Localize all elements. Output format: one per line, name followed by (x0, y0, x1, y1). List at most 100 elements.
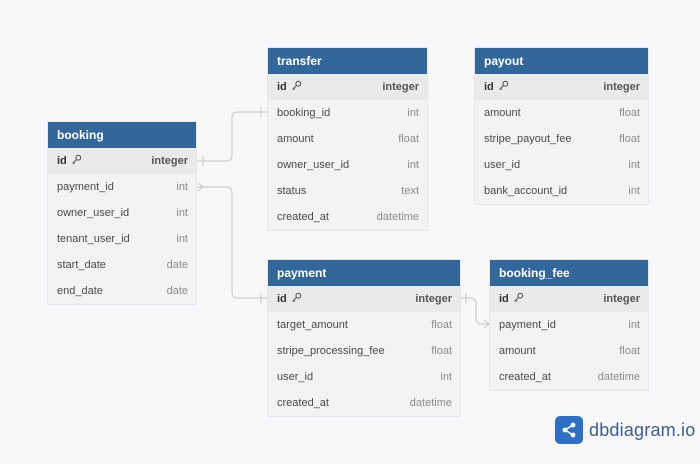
table-row[interactable]: id integer (268, 74, 427, 100)
field-type: int (440, 371, 452, 383)
table-row[interactable]: start_date date (48, 252, 196, 278)
field-name: bank_account_id (484, 185, 568, 197)
field-name: amount (484, 107, 521, 119)
field-type: date (166, 285, 188, 297)
field-type: int (628, 185, 640, 197)
table-row[interactable]: amount float (268, 126, 427, 152)
table-row[interactable]: end_date date (48, 278, 196, 304)
table-row[interactable]: id integer (490, 286, 648, 312)
field-type: integer (151, 155, 188, 167)
table-row[interactable]: user_id int (268, 364, 460, 390)
table-row[interactable]: created_at datetime (490, 364, 648, 390)
table-row[interactable]: user_id int (475, 152, 648, 178)
field-name: tenant_user_id (57, 233, 130, 245)
table-row[interactable]: id integer (48, 148, 196, 174)
field-name: start_date (57, 259, 106, 271)
field-type: integer (382, 81, 419, 93)
table-header[interactable]: payout (475, 48, 648, 74)
field-name: created_at (277, 397, 329, 409)
key-icon (513, 292, 524, 306)
table-row[interactable]: booking_id int (268, 100, 427, 126)
field-type: float (431, 345, 452, 357)
table-row[interactable]: created_at datetime (268, 204, 427, 230)
table-row[interactable]: created_at datetime (268, 390, 460, 416)
field-type: date (166, 259, 188, 271)
brand-name: dbdiagram.io (589, 419, 696, 440)
field-type: integer (415, 293, 452, 305)
key-icon (291, 292, 302, 306)
field-type: int (628, 319, 640, 331)
field-name: created_at (499, 371, 551, 383)
field-type: int (176, 207, 188, 219)
table-payout[interactable]: payout id integer amount float stripe_pay… (475, 48, 648, 204)
table-header[interactable]: booking (48, 122, 196, 148)
field-name: user_id (484, 159, 521, 171)
field-type: float (619, 107, 640, 119)
table-row[interactable]: status text (268, 178, 427, 204)
relation-end-marker (197, 182, 204, 192)
field-name: amount (277, 133, 314, 145)
field-type: integer (603, 293, 640, 305)
table-row[interactable]: id integer (475, 74, 648, 100)
field-name: created_at (277, 211, 329, 223)
field-name: id (57, 155, 67, 167)
field-name: id (484, 81, 494, 93)
field-name: id (277, 293, 287, 305)
field-name: payment_id (499, 319, 556, 331)
relation-booking-payment (196, 186, 268, 299)
field-type: float (398, 133, 419, 145)
table-header[interactable]: booking_fee (490, 260, 648, 286)
field-type: int (407, 107, 419, 119)
field-type: float (619, 345, 640, 357)
table-row[interactable]: tenant_user_id int (48, 226, 196, 252)
field-name: stripe_processing_fee (277, 345, 385, 357)
table-header[interactable]: payment (268, 260, 460, 286)
relation-payment-bookingfee (460, 297, 490, 325)
table-row[interactable]: target_amount float (268, 312, 460, 338)
field-type: integer (603, 81, 640, 93)
table-row[interactable]: stripe_processing_fee float (268, 338, 460, 364)
field-name: payment_id (57, 181, 114, 193)
field-name: owner_user_id (277, 159, 350, 171)
field-type: float (431, 319, 452, 331)
field-name: stripe_payout_fee (484, 133, 572, 145)
table-booking-fee[interactable]: booking_fee id integer payment_id int amo… (490, 260, 648, 390)
field-name: id (499, 293, 509, 305)
table-row[interactable]: owner_user_id int (268, 152, 427, 178)
field-type: text (401, 185, 419, 197)
field-name: amount (499, 345, 536, 357)
table-row[interactable]: payment_id int (490, 312, 648, 338)
field-type: int (176, 181, 188, 193)
field-type: int (628, 159, 640, 171)
field-type: datetime (409, 397, 452, 409)
relation-end-marker (483, 319, 490, 329)
field-name: end_date (57, 285, 103, 297)
brand-watermark[interactable]: dbdiagram.io (555, 416, 695, 444)
table-header[interactable]: transfer (268, 48, 427, 74)
field-name: booking_id (277, 107, 331, 119)
field-name: id (277, 81, 287, 93)
field-type: int (176, 233, 188, 245)
field-name: target_amount (277, 319, 348, 331)
field-name: status (277, 185, 307, 197)
field-type: datetime (376, 211, 419, 223)
table-row[interactable]: id integer (268, 286, 460, 312)
key-icon (498, 80, 509, 94)
share-icon (555, 416, 583, 444)
field-type: datetime (597, 371, 640, 383)
table-row[interactable]: stripe_payout_fee float (475, 126, 648, 152)
table-row[interactable]: payment_id int (48, 174, 196, 200)
field-name: user_id (277, 371, 314, 383)
table-row[interactable]: amount float (475, 100, 648, 126)
field-type: int (407, 159, 419, 171)
table-row[interactable]: amount float (490, 338, 648, 364)
key-icon (291, 80, 302, 94)
table-row[interactable]: bank_account_id int (475, 178, 648, 204)
relation-booking-transfer (196, 111, 268, 162)
field-type: float (619, 133, 640, 145)
